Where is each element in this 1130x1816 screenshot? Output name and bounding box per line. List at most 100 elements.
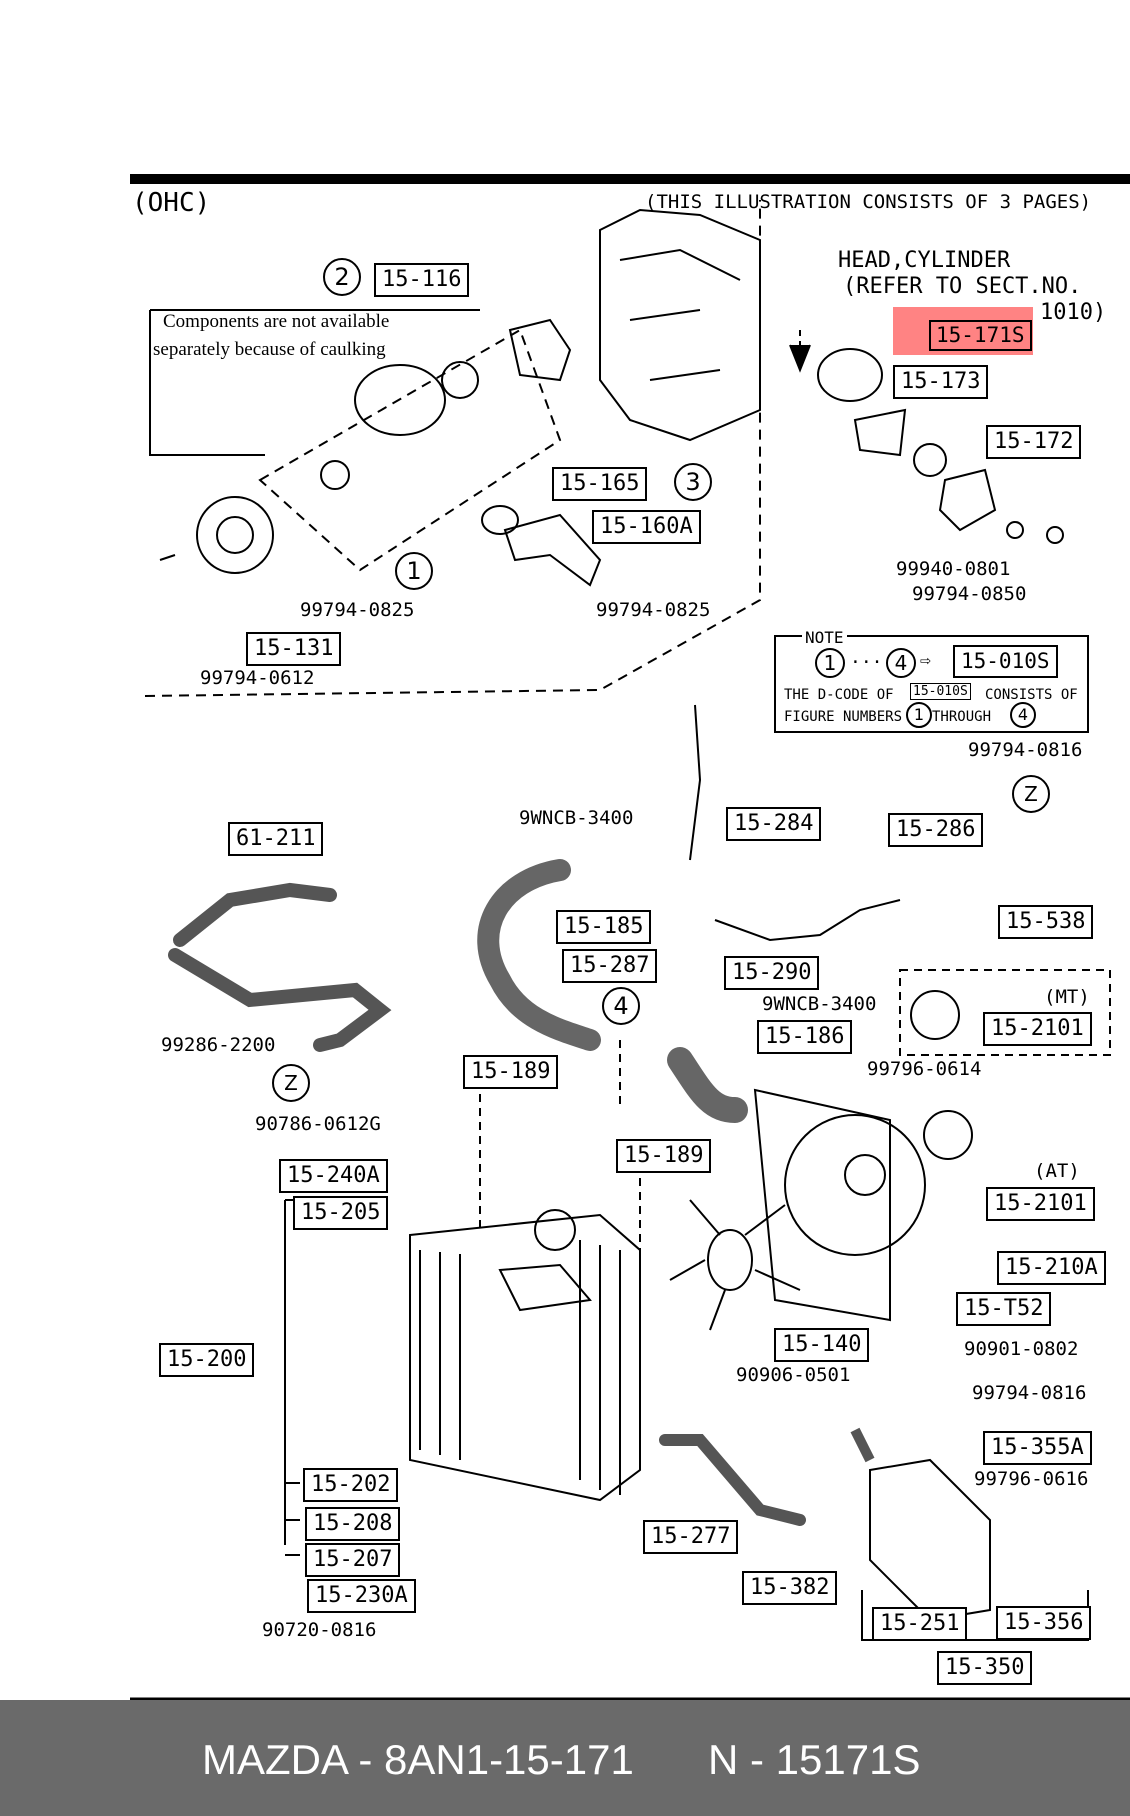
components-note-line1: Components are not available xyxy=(163,311,390,332)
overflow-hose xyxy=(659,1434,806,1526)
note-text-1: THE D-CODE OF xyxy=(784,687,894,703)
water-pump-body xyxy=(354,364,446,436)
label-90906-0501: 90906-0501 xyxy=(736,1364,851,1386)
label-99940-0801: 99940-0801 xyxy=(896,558,1011,580)
label-99794-0825-b: 99794-0825 xyxy=(596,599,711,621)
callout-4: 4 xyxy=(602,987,640,1025)
thermostat-gasket xyxy=(853,408,907,457)
part-15-189-b[interactable]: 15-189 xyxy=(616,1139,712,1174)
label-mt: (MT) xyxy=(1044,986,1090,1008)
callout-3: 3 xyxy=(674,463,712,501)
fan-hub xyxy=(707,1229,753,1291)
part-15-240A[interactable]: 15-240A xyxy=(279,1159,388,1194)
gasket xyxy=(508,318,572,382)
label-99796-0616: 99796-0616 xyxy=(974,1468,1089,1490)
label-at: (AT) xyxy=(1034,1160,1080,1182)
footer-part-code: N - 15171S xyxy=(708,1736,921,1783)
inlet-pipe xyxy=(503,513,602,587)
part-15-207[interactable]: 15-207 xyxy=(305,1543,401,1578)
callout-z-left: Z xyxy=(272,1064,310,1102)
note-title: NOTE xyxy=(802,630,847,646)
thermostat-housing xyxy=(938,468,997,532)
part-15-350[interactable]: 15-350 xyxy=(937,1651,1033,1686)
label-90901-0802: 90901-0802 xyxy=(964,1338,1079,1360)
note-target-box[interactable]: 15-010S xyxy=(953,645,1058,679)
callout-1: 1 xyxy=(395,552,433,590)
radiator xyxy=(409,1213,641,1502)
label-99794-0816-b: 99794-0816 xyxy=(972,1382,1087,1404)
callout-z-top: Z xyxy=(1012,775,1050,813)
part-15-116[interactable]: 15-116 xyxy=(374,263,470,298)
part-15-355A[interactable]: 15-355A xyxy=(983,1431,1092,1466)
label-90720-0816: 90720-0816 xyxy=(262,1619,377,1641)
label-99794-0816-a: 99794-0816 xyxy=(968,739,1083,761)
part-15-185[interactable]: 15-185 xyxy=(556,910,652,945)
part-15-2101-mt[interactable]: 15-2101 xyxy=(983,1012,1092,1047)
part-15-251[interactable]: 15-251 xyxy=(872,1607,968,1642)
ref-head-cylinder: HEAD,CYLINDER xyxy=(838,248,1011,273)
part-15-131[interactable]: 15-131 xyxy=(246,632,342,667)
parts-diagram xyxy=(130,174,1130,1700)
components-bracket xyxy=(149,310,265,456)
part-15-160A[interactable]: 15-160A xyxy=(592,510,701,545)
note-text-2: CONSISTS OF xyxy=(985,687,1078,703)
part-15-356[interactable]: 15-356 xyxy=(996,1606,1092,1641)
ref-section: (REFER TO SECT.NO. xyxy=(843,274,1082,299)
note-arrow-icon: ⇨ xyxy=(920,650,931,671)
bypass-pipe xyxy=(714,899,901,942)
label-9wncb-3400-b: 9WNCB-3400 xyxy=(762,993,877,1015)
part-15-172[interactable]: 15-172 xyxy=(986,425,1082,460)
note-text-4: THROUGH xyxy=(932,709,992,725)
engine-block-sketch xyxy=(599,208,761,442)
label-99796-0614: 99796-0614 xyxy=(867,1058,982,1080)
part-15-210A[interactable]: 15-210A xyxy=(997,1251,1106,1286)
part-15-230A[interactable]: 15-230A xyxy=(307,1579,416,1614)
part-15-284[interactable]: 15-284 xyxy=(726,807,822,842)
note-code: 15-010S xyxy=(910,683,971,700)
part-15-538[interactable]: 15-538 xyxy=(998,905,1094,940)
heater-hose xyxy=(168,882,392,1052)
part-15-173[interactable]: 15-173 xyxy=(893,365,989,400)
radiator-cap xyxy=(534,1209,576,1251)
part-15-140[interactable]: 15-140 xyxy=(774,1328,870,1363)
dipstick-tube xyxy=(689,704,702,861)
note-fig-start: 1 xyxy=(906,702,932,728)
part-15-189-a[interactable]: 15-189 xyxy=(463,1055,559,1090)
label-90786-0612G: 90786-0612G xyxy=(255,1113,381,1135)
part-15-382[interactable]: 15-382 xyxy=(742,1571,838,1606)
part-15-T52[interactable]: 15-T52 xyxy=(956,1292,1052,1327)
upper-hose xyxy=(477,859,601,1051)
footer-banner: MAZDA - 8AN1-15-171 N - 15171S xyxy=(0,1700,1130,1816)
note-range-end: 4 xyxy=(886,648,916,678)
callout-2: 2 xyxy=(323,258,361,296)
part-61-211[interactable]: 61-211 xyxy=(228,822,324,857)
part-15-205[interactable]: 15-205 xyxy=(293,1196,389,1231)
water-pump-outline xyxy=(258,328,562,572)
part-15-287[interactable]: 15-287 xyxy=(562,949,658,984)
note-box-frame xyxy=(774,635,1089,733)
top-rule xyxy=(130,174,1130,184)
part-15-165[interactable]: 15-165 xyxy=(552,467,648,502)
part-15-202[interactable]: 15-202 xyxy=(303,1468,399,1503)
thermostat xyxy=(913,443,947,477)
note-ellipsis: ··· xyxy=(850,652,883,673)
label-99794-0825-a: 99794-0825 xyxy=(300,599,415,621)
label-99286-2200: 99286-2200 xyxy=(161,1034,276,1056)
label-9wncb-3400-a: 9WNCB-3400 xyxy=(519,807,634,829)
pulley xyxy=(196,496,274,574)
fan-motor-at xyxy=(923,1110,973,1160)
part-15-186[interactable]: 15-186 xyxy=(757,1020,853,1055)
part-15-290[interactable]: 15-290 xyxy=(724,956,820,991)
part-15-171S[interactable]: 15-171S xyxy=(929,320,1032,352)
part-15-277[interactable]: 15-277 xyxy=(643,1520,739,1555)
fan-motor-mt-frame xyxy=(899,969,1111,1056)
label-99794-0850: 99794-0850 xyxy=(912,583,1027,605)
part-15-2101-at[interactable]: 15-2101 xyxy=(986,1187,1095,1222)
part-15-200[interactable]: 15-200 xyxy=(159,1343,255,1378)
part-15-208[interactable]: 15-208 xyxy=(305,1507,401,1542)
footer-oem-number: MAZDA - 8AN1-15-171 xyxy=(202,1736,634,1783)
fan-motor-mt xyxy=(910,990,960,1040)
part-15-286[interactable]: 15-286 xyxy=(888,813,984,848)
lower-hose xyxy=(667,1047,748,1123)
pages-note: (THIS ILLUSTRATION CONSISTS OF 3 PAGES) xyxy=(645,191,1092,213)
